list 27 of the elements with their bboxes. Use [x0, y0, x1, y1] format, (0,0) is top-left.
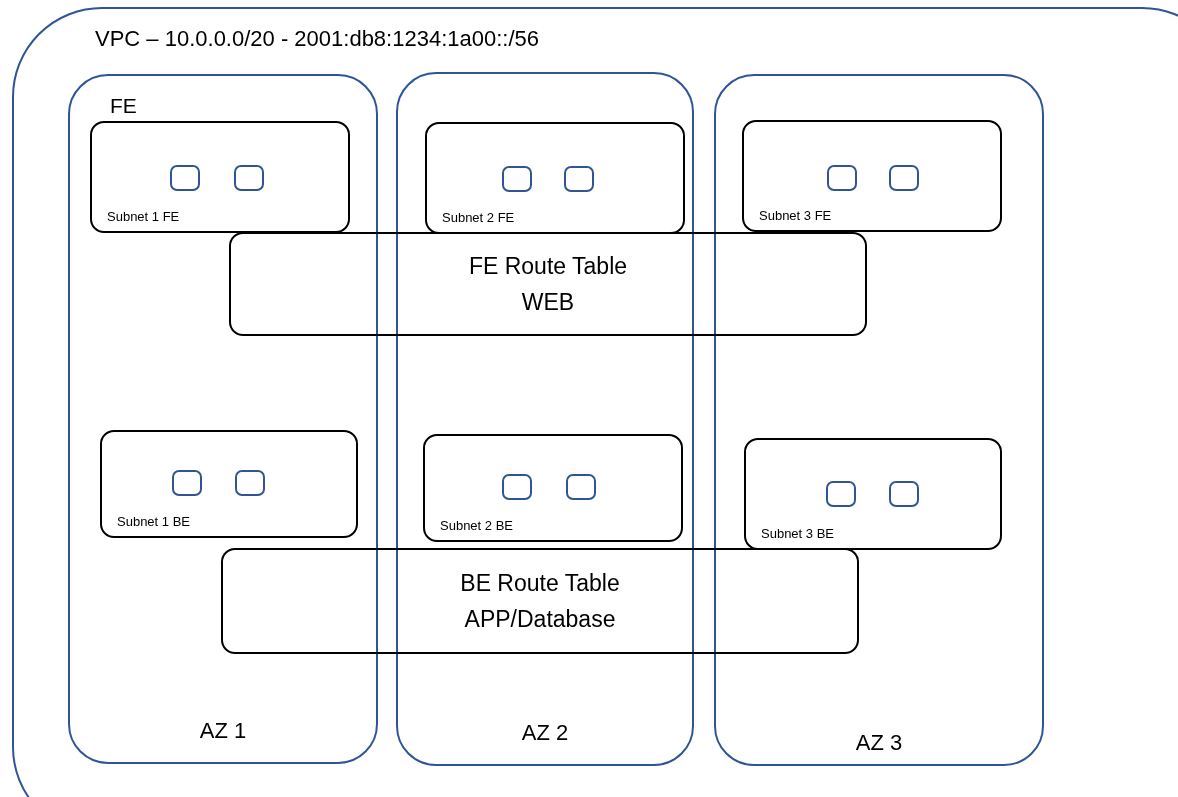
subnet-box [425, 122, 685, 234]
zone-label: AZ 1 [199, 718, 247, 744]
subnet-box [100, 430, 358, 538]
subnet-label: Subnet 2 FE [442, 210, 515, 225]
route-table-purpose: WEB [521, 288, 575, 317]
subnet-label: Subnet 1 FE [107, 209, 180, 224]
subnet-label: Subnet 3 BE [761, 526, 834, 541]
zone-label: AZ 2 [521, 720, 569, 746]
availability-zone [396, 72, 694, 766]
route-table-purpose: APP/Database [464, 605, 616, 634]
zone-label: AZ 3 [855, 730, 903, 756]
subnet-label: Subnet 3 FE [759, 208, 832, 223]
route-table-box [229, 232, 867, 336]
subnet-box [90, 121, 350, 233]
subnet-box [423, 434, 683, 542]
subnet-label: Subnet 1 BE [117, 514, 190, 529]
route-table-title: BE Route Table [460, 569, 620, 598]
vpc-container [12, 7, 1178, 797]
subnet-box [744, 438, 1002, 550]
availability-zone [68, 74, 378, 764]
vpc-title: VPC – 10.0.0.0/20 - 2001:db8:1234:1a00::/56 [95, 26, 540, 52]
subnet-box [742, 120, 1002, 232]
route-table-title: FE Route Table [468, 252, 628, 281]
route-table-box [221, 548, 859, 654]
subnet-label: Subnet 2 BE [440, 518, 513, 533]
tier-label: FE [110, 94, 137, 118]
availability-zone [714, 74, 1044, 766]
